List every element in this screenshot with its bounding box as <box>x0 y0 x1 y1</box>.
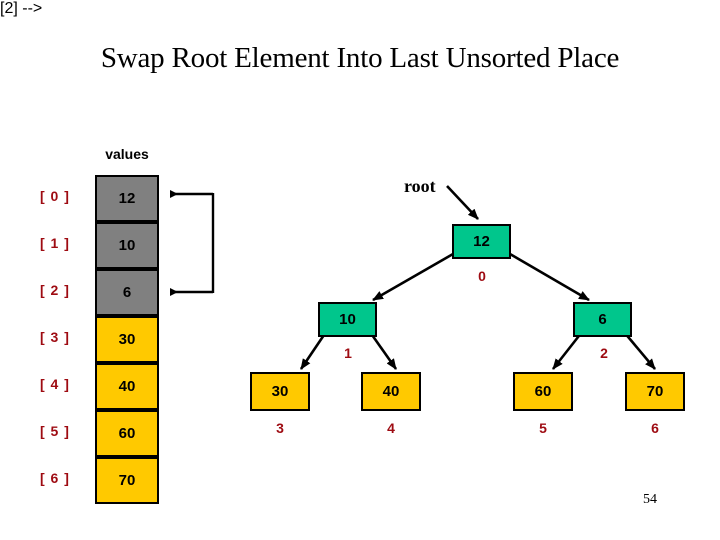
array-index-3: [ 3 ] <box>40 329 70 345</box>
array-index-5: [ 5 ] <box>40 423 70 439</box>
slide-page-number: 54 <box>643 492 657 507</box>
tree-node-index-4: 4 <box>387 420 395 436</box>
array-index-6: [ 6 ] <box>40 470 70 486</box>
tree-node-index-0: 0 <box>478 268 486 284</box>
root-pointer-label: root <box>404 176 436 196</box>
root-pointer-arrow <box>446 185 479 220</box>
page-title: Swap Root Element Into Last Unsorted Pla… <box>100 42 620 74</box>
array-cell-5[interactable]: 60 <box>95 410 159 457</box>
tree-node-60[interactable]: 60 <box>513 372 573 411</box>
edge-n2-n5 <box>551 331 584 370</box>
array-index-2: [ 2 ] <box>40 282 70 298</box>
swap-bracket-arrow <box>170 190 215 296</box>
array-cell-2[interactable]: 6 <box>95 269 159 316</box>
array-index-4: [ 4 ] <box>40 376 70 392</box>
array-cell-6[interactable]: 70 <box>95 457 159 504</box>
array-cell-3[interactable]: 30 <box>95 316 159 363</box>
array-label-values: values <box>105 146 149 162</box>
edge-n1-n3 <box>299 331 328 370</box>
tree-node-index-6: 6 <box>651 420 659 436</box>
tree-node-index-2: 2 <box>600 345 608 361</box>
tree-node-30[interactable]: 30 <box>250 372 310 411</box>
tree-node-70[interactable]: 70 <box>625 372 685 411</box>
edge-n2-n6 <box>623 331 656 370</box>
tree-node-10[interactable]: 10 <box>318 302 377 337</box>
edge-n0-n1 <box>372 252 454 302</box>
tree-node-index-1: 1 <box>344 345 352 361</box>
tree-node-root-12[interactable]: 12 <box>452 224 511 259</box>
array-cell-4[interactable]: 40 <box>95 363 159 410</box>
array-index-0: [ 0 ] <box>40 188 70 204</box>
tree-node-index-5: 5 <box>539 420 547 436</box>
array-cell-0[interactable]: 12 <box>95 175 159 222</box>
edge-n1-n4 <box>368 331 398 370</box>
tree-node-40[interactable]: 40 <box>361 372 421 411</box>
array-cell-1[interactable]: 10 <box>95 222 159 269</box>
tree-node-index-3: 3 <box>276 420 284 436</box>
array-index-1: [ 1 ] <box>40 235 70 251</box>
tree-node-6[interactable]: 6 <box>573 302 632 337</box>
edge-n0-n2 <box>509 252 590 302</box>
